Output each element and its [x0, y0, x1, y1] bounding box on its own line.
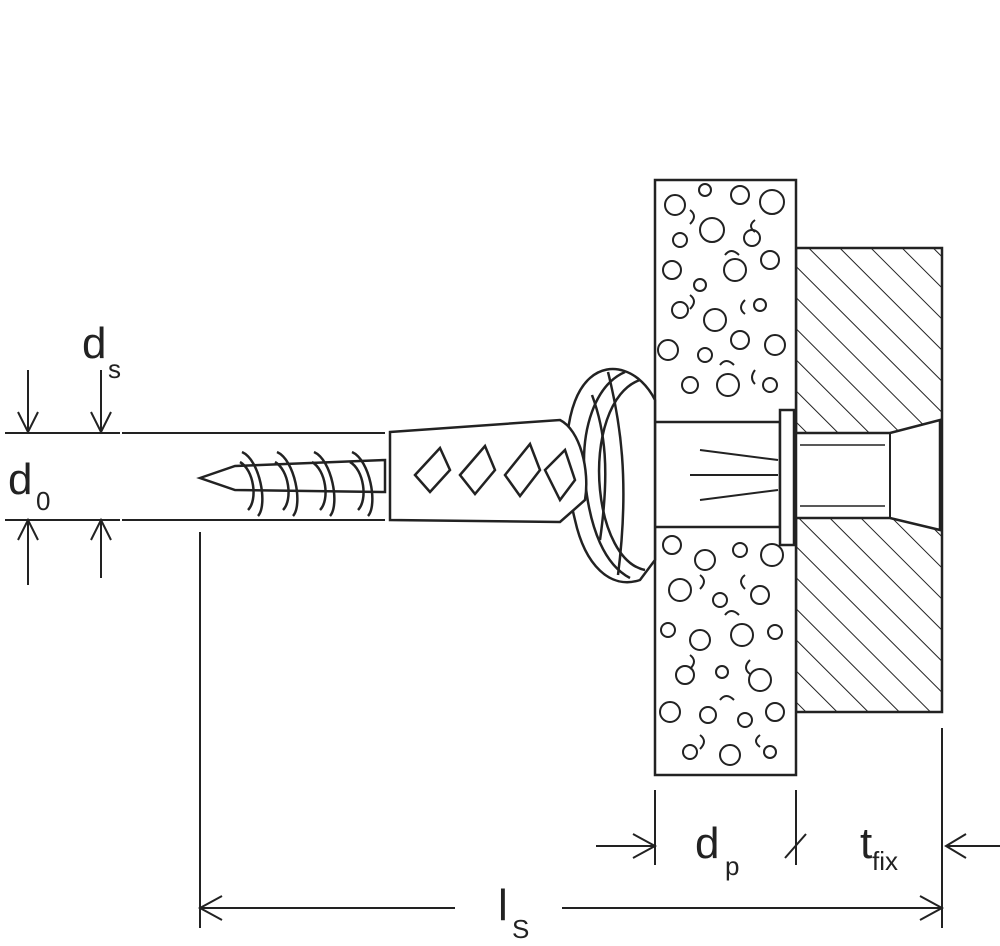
- plaster-grain: [763, 745, 777, 759]
- plaster-grain: [668, 578, 692, 602]
- plaster-grain: [748, 668, 772, 692]
- plaster-grain: [767, 624, 783, 640]
- plaster-grain: [657, 339, 679, 361]
- plaster-grain: [737, 712, 753, 728]
- screw: [196, 450, 387, 517]
- plaster-fiber: [724, 250, 740, 256]
- plaster-grain: [697, 347, 713, 363]
- plaster-grain: [759, 189, 785, 215]
- plaster-fiber: [689, 209, 695, 225]
- screw-thread: [311, 450, 336, 517]
- plaster-fiber: [755, 734, 761, 748]
- plaster-grain: [750, 585, 770, 605]
- plaster-grain: [730, 330, 750, 350]
- plaster-fiber: [689, 294, 695, 310]
- plaster-grain: [682, 744, 698, 760]
- plaster-grain: [699, 217, 725, 243]
- svg-text:t: t: [860, 819, 872, 868]
- svg-text:S: S: [512, 914, 529, 944]
- plaster-grain: [712, 592, 728, 608]
- screw-threads: [239, 450, 374, 517]
- screw-thread: [274, 450, 299, 517]
- plaster-fiber: [699, 574, 705, 590]
- plaster-fiber: [751, 369, 756, 385]
- label-ls: l S: [498, 881, 529, 944]
- plaster-fiber: [745, 659, 751, 675]
- svg-text:0: 0: [36, 486, 50, 516]
- plaster-grain: [730, 185, 750, 205]
- plaster-grain: [765, 702, 785, 722]
- plaster-grain: [675, 665, 695, 685]
- svg-text:s: s: [108, 354, 121, 384]
- plaster-texture: [657, 183, 786, 766]
- plaster-grain: [662, 260, 682, 280]
- plaster-grain: [760, 543, 784, 567]
- plaster-grain: [732, 542, 748, 558]
- plaster-grain: [694, 549, 716, 571]
- svg-text:p: p: [725, 851, 739, 881]
- plaster-grain: [698, 183, 712, 197]
- plaster-grain: [662, 535, 682, 555]
- screw-thread: [349, 450, 374, 517]
- plaster-grain: [671, 301, 689, 319]
- plaster-grain: [753, 298, 767, 312]
- dowel-expansion: [388, 418, 588, 524]
- label-dp: d p: [695, 819, 739, 881]
- plaster-grain: [715, 665, 729, 679]
- svg-text:d: d: [82, 319, 106, 368]
- svg-text:fix: fix: [872, 846, 898, 876]
- label-tfix: t fix: [860, 819, 898, 876]
- plaster-grain: [681, 376, 699, 394]
- label-d0: d 0: [8, 455, 50, 516]
- plaster-grain: [760, 250, 780, 270]
- plaster-grain: [672, 232, 688, 248]
- label-ds: d s: [82, 319, 121, 384]
- dimension-lines: [5, 370, 1000, 928]
- svg-text:d: d: [695, 819, 719, 868]
- plaster-grain: [719, 744, 741, 766]
- plaster-fiber: [740, 574, 746, 590]
- plaster-grain: [659, 701, 681, 723]
- svg-text:l: l: [498, 881, 508, 930]
- plaster-grain: [723, 258, 747, 282]
- plaster-grain: [762, 377, 778, 393]
- plaster-grain: [764, 334, 786, 356]
- plaster-grain: [716, 373, 740, 397]
- plaster-fiber: [740, 299, 746, 315]
- plaster-grain: [699, 706, 717, 724]
- svg-text:d: d: [8, 455, 32, 504]
- dowel-knot: [565, 367, 657, 584]
- drill-hole: [794, 418, 942, 532]
- screw-thread: [239, 450, 264, 517]
- plaster-fiber: [724, 610, 740, 616]
- plaster-grain: [703, 308, 727, 332]
- plaster-grain: [730, 623, 754, 647]
- plaster-fiber: [689, 654, 695, 670]
- plaster-grain: [664, 194, 686, 216]
- dowel-sleeve: [653, 408, 796, 547]
- plaster-fiber: [719, 360, 735, 366]
- plaster-grain: [693, 278, 707, 292]
- plaster-fiber: [699, 734, 705, 750]
- plaster-fiber: [750, 219, 756, 233]
- plaster-grain: [689, 629, 711, 651]
- plaster-fiber: [719, 695, 735, 701]
- plaster-grain: [660, 622, 676, 638]
